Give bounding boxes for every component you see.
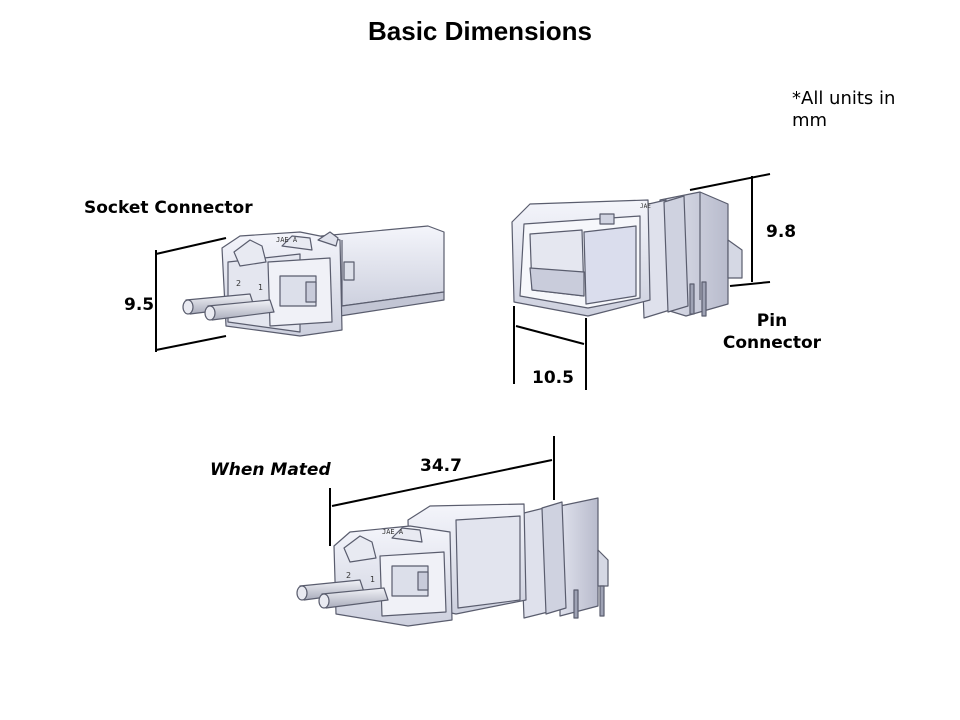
- svg-text:JAE A: JAE A: [382, 528, 404, 536]
- pin-connector-label-line-1: Pin: [756, 311, 788, 331]
- mated-assembly-drawing: JAE A 2 1: [296, 497, 609, 627]
- when-mated-label: When Mated: [210, 460, 331, 480]
- svg-text:JAE A: JAE A: [276, 236, 298, 244]
- socket-connector-label: Socket Connector: [84, 198, 253, 218]
- units-note-line-1: *All units in: [792, 88, 896, 109]
- pin-connector-drawing: JAE: [511, 191, 743, 319]
- pin-height-dimension: [689, 173, 771, 287]
- svg-text:2: 2: [236, 279, 241, 288]
- svg-text:JAE: JAE: [640, 203, 651, 210]
- pin-depth-value: 10.5: [532, 368, 574, 388]
- svg-text:1: 1: [258, 283, 263, 292]
- pin-connector-label: Pin Connector: [714, 310, 830, 354]
- pin-height-value: 9.8: [766, 222, 797, 242]
- page-title: Basic Dimensions: [368, 16, 592, 46]
- pin-depth-dimension: [513, 306, 587, 390]
- socket-height-value: 9.5: [124, 295, 155, 315]
- pin-connector-label-line-2: Connector: [722, 333, 822, 353]
- socket-height-dimension: [155, 237, 227, 352]
- units-note: *All units in mm: [792, 88, 922, 132]
- socket-connector-drawing: JAE A 2 1: [182, 225, 445, 337]
- svg-text:1: 1: [370, 575, 375, 584]
- svg-text:2: 2: [346, 571, 351, 580]
- units-note-line-2: mm: [792, 110, 828, 131]
- mated-length-dimension: [329, 436, 555, 546]
- mated-length-value: 34.7: [420, 456, 462, 476]
